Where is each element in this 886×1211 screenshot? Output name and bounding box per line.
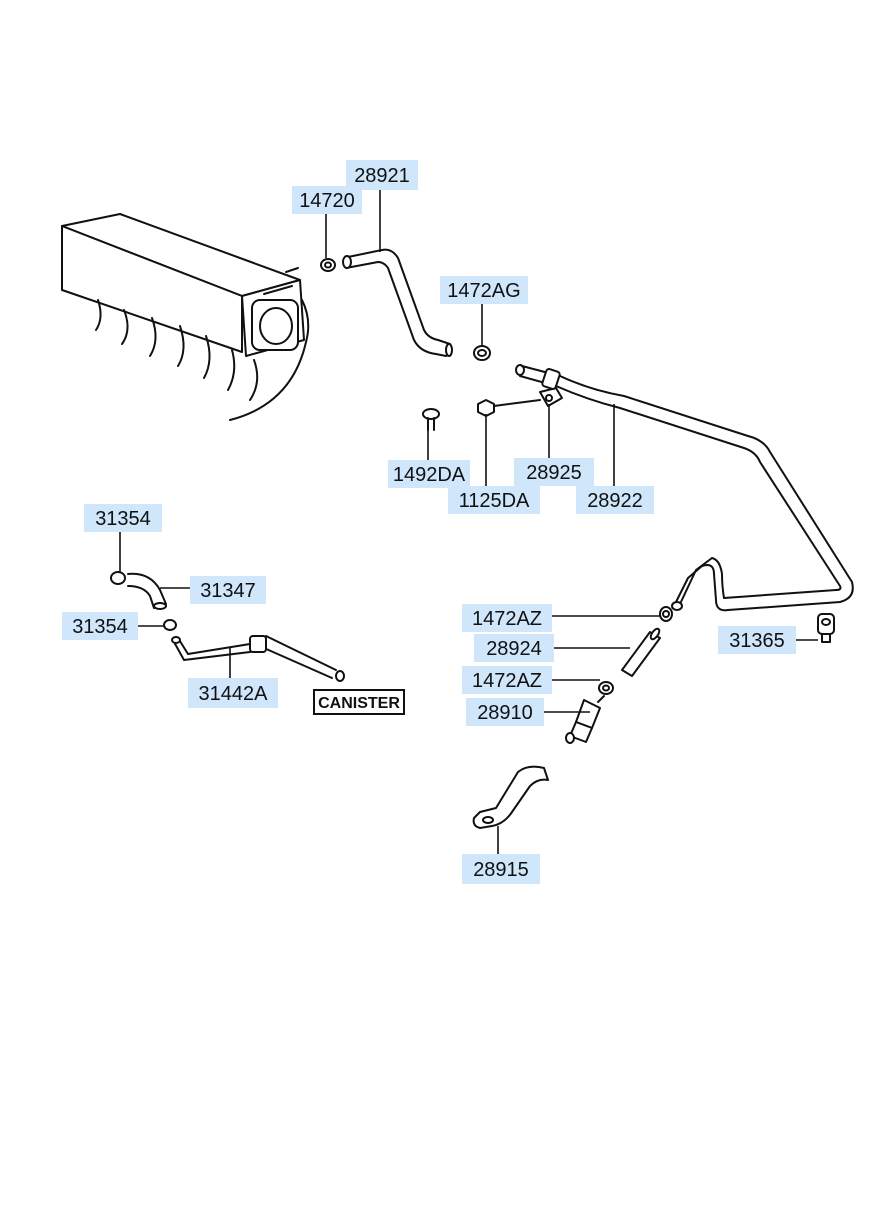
callout-28922: 28922	[576, 486, 654, 514]
callout-28915: 28915	[462, 854, 540, 884]
callout-31354-top: 31354	[84, 504, 162, 532]
callout-31347: 31347	[190, 576, 266, 604]
callout-1472az-lower-text: 1472AZ	[472, 670, 542, 692]
bracket-28915	[472, 765, 549, 829]
callout-14720-text: 14720	[299, 190, 355, 212]
callout-28910: 28910	[466, 698, 544, 726]
callout-1472ag-text: 1472AG	[447, 280, 520, 302]
callout-28924: 28924	[474, 634, 554, 662]
clamp-1472ag	[473, 345, 491, 361]
callout-31442a-text: 31442A	[199, 683, 269, 705]
valve-28910	[565, 695, 605, 744]
callout-28921: 28921	[346, 160, 418, 190]
clamp-1472az-upper	[659, 606, 673, 622]
hose-31347	[127, 572, 167, 610]
callout-31442a: 31442A	[188, 678, 278, 708]
connector-31365	[817, 613, 835, 643]
callout-28910-text: 28910	[477, 702, 533, 724]
callout-14720: 14720	[292, 186, 362, 214]
bolt-1125da	[477, 399, 541, 417]
callout-1492da-text: 1492DA	[393, 464, 466, 486]
callout-1492da: 1492DA	[388, 460, 470, 488]
pipe-28922	[515, 364, 854, 612]
callout-1472az-upper-text: 1472AZ	[472, 608, 542, 630]
callout-1125da: 1125DA	[448, 486, 540, 514]
canister-label-text: CANISTER	[318, 695, 400, 712]
fastener-1492da	[422, 408, 440, 431]
clamp-31354-mid	[163, 619, 177, 631]
callout-28922-text: 28922	[587, 490, 643, 512]
hose-28921	[342, 248, 453, 357]
canister-label: CANISTER	[313, 689, 405, 715]
callout-1472az-lower: 1472AZ	[462, 666, 552, 694]
pipe-31442a	[171, 635, 345, 682]
callout-28925-text: 28925	[526, 462, 582, 484]
callout-31354-mid: 31354	[62, 612, 138, 640]
callout-28925: 28925	[514, 458, 594, 486]
bracket-28925	[539, 387, 563, 407]
callout-31365: 31365	[718, 626, 796, 654]
clamp-31354-top	[110, 571, 126, 585]
callout-1472ag: 1472AG	[440, 276, 528, 304]
leader-lines	[119, 188, 818, 856]
intake-manifold-illustration	[61, 213, 310, 421]
callout-28921-text: 28921	[354, 165, 410, 187]
callout-31354-top-text: 31354	[95, 508, 151, 530]
hose-28924	[621, 627, 661, 677]
clamp-1472az-lower	[598, 681, 614, 695]
callout-1125da-text: 1125DA	[459, 490, 530, 512]
callout-28915-text: 28915	[473, 859, 529, 881]
callout-1472az-upper: 1472AZ	[462, 604, 552, 632]
callout-31365-text: 31365	[729, 630, 785, 652]
callout-31347-text: 31347	[200, 580, 256, 602]
callout-28924-text: 28924	[486, 638, 542, 660]
clamp-14720	[320, 258, 336, 272]
callout-31354-mid-text: 31354	[72, 616, 128, 638]
